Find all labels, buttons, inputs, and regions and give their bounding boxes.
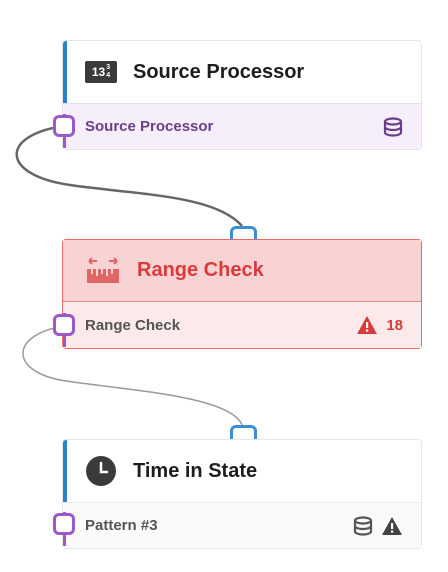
output-port-source-processor[interactable] [53, 115, 75, 137]
node-accent-bar [63, 41, 67, 149]
node-footer[interactable]: Pattern #3 [63, 502, 421, 548]
output-port-time-in-state[interactable] [53, 513, 75, 535]
database-icon [353, 515, 373, 536]
node-title: Range Check [137, 259, 264, 281]
node-accent-bar [63, 440, 67, 548]
database-icon [383, 116, 403, 137]
node-range-check[interactable]: Range Check Range Check 18 [62, 239, 422, 349]
warning-count: 18 [386, 316, 403, 334]
clock-icon [85, 455, 117, 487]
warning-icon [356, 315, 378, 335]
node-footer[interactable]: Range Check 18 [63, 302, 421, 348]
node-title: Source Processor [133, 60, 305, 83]
node-subtitle: Pattern #3 [85, 517, 158, 534]
node-subtitle: Range Check [85, 316, 181, 334]
node-title: Time in State [133, 459, 258, 482]
footer-icons [353, 515, 403, 536]
output-port-range-check[interactable] [53, 314, 75, 336]
ruler-range-icon [85, 255, 121, 287]
node-time-in-state[interactable]: Time in State Pattern #3 [62, 439, 422, 549]
warning-icon [381, 516, 403, 536]
node-footer[interactable]: Source Processor [63, 103, 421, 149]
node-subtitle: Source Processor [85, 118, 214, 135]
node-header[interactable]: Time in State [63, 440, 421, 502]
node-header[interactable]: Range Check [63, 240, 421, 302]
